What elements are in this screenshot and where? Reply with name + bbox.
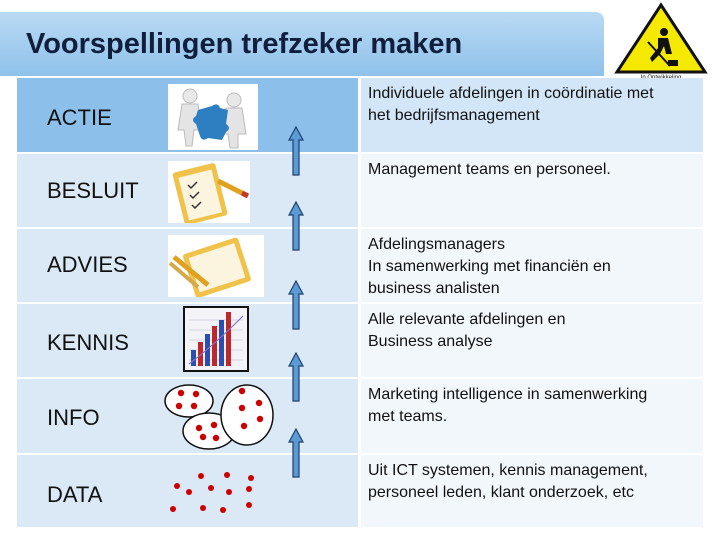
row-label: ACTIE	[47, 105, 112, 130]
row-description: Uit ICT systemen, kennis management,pers…	[368, 462, 648, 501]
puzzle-people-icon	[168, 84, 258, 150]
up-arrow-icon	[288, 428, 304, 478]
row-description: Individuele afdelingen in coördinatie me…	[368, 85, 654, 124]
up-arrow-icon	[288, 201, 304, 251]
clipboard-pencil-icon	[168, 235, 264, 297]
row-label: KENNIS	[47, 330, 129, 355]
scattered-dots-icon	[170, 472, 254, 513]
grouped-dots-icon	[164, 384, 274, 450]
row-description: Management teams en personeel.	[368, 161, 611, 178]
table-row-besluit: BESLUIT Management teams en personeel.	[17, 154, 703, 227]
table-row-info: INFO Marketing intelligence in samenwerk…	[17, 379, 703, 453]
title-bar	[0, 12, 604, 76]
construction-warning-icon: In Ontwikkeling	[612, 2, 710, 82]
table-row-data: DATA Uit ICT systemen, kennis management…	[17, 455, 703, 527]
row-label: INFO	[47, 405, 100, 430]
slide-title: Voorspellingen trefzeker maken	[26, 28, 463, 60]
row-label: ADVIES	[47, 252, 128, 277]
up-arrow-icon	[288, 352, 304, 402]
row-label: BESLUIT	[47, 178, 139, 203]
bar-chart-icon	[183, 306, 249, 372]
table-row-actie: ACTIE Individuele afdelingen in coördina…	[17, 78, 703, 152]
up-arrow-icon	[288, 280, 304, 330]
up-arrow-icon	[288, 126, 304, 176]
row-label: DATA	[47, 482, 103, 507]
clipboard-checklist-icon	[168, 161, 250, 223]
